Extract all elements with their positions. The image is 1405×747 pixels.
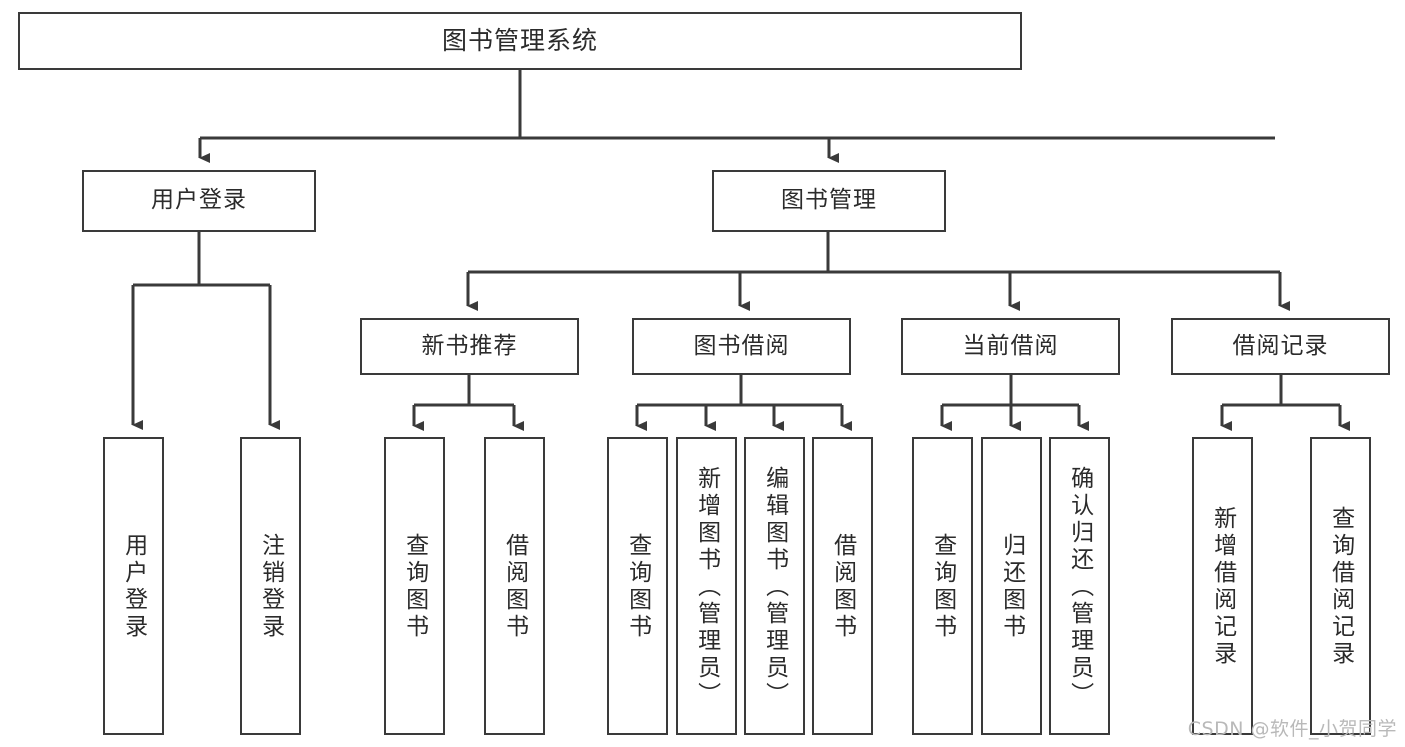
node-label: 图书借阅 — [693, 332, 790, 359]
node-user-login[interactable]: 用户登录 — [82, 170, 316, 232]
leaf-borrow-query-book[interactable]: 查询图书 — [607, 437, 668, 735]
node-book-borrow[interactable]: 图书借阅 — [632, 318, 851, 375]
node-new-book-recommend[interactable]: 新书推荐 — [360, 318, 579, 375]
node-current-borrow[interactable]: 当前借阅 — [901, 318, 1120, 375]
node-label: 编辑图书（管理员） — [761, 465, 788, 709]
node-label: 归还图书 — [998, 533, 1025, 641]
node-label: 新增图书（管理员） — [693, 465, 720, 709]
node-book-management[interactable]: 图书管理 — [712, 170, 946, 232]
node-label: 注销登录 — [257, 533, 284, 641]
leaf-user-login-login[interactable]: 用户登录 — [103, 437, 164, 735]
leaf-borrow-add-book-admin[interactable]: 新增图书（管理员） — [676, 437, 737, 735]
node-label: 用户登录 — [120, 533, 147, 641]
node-label: 查询图书 — [401, 533, 428, 641]
leaf-current-confirm-return-admin[interactable]: 确认归还（管理员） — [1049, 437, 1110, 735]
leaf-recommend-query-book[interactable]: 查询图书 — [384, 437, 445, 735]
leaf-current-query-book[interactable]: 查询图书 — [912, 437, 973, 735]
node-label: 借阅图书 — [829, 533, 856, 641]
node-label: 用户登录 — [151, 187, 247, 214]
leaf-recommend-borrow-book[interactable]: 借阅图书 — [484, 437, 545, 735]
node-label: 查询借阅记录 — [1327, 506, 1354, 668]
watermark-text: CSDN @软件_小贺同学 — [1187, 718, 1397, 740]
node-label: 查询图书 — [929, 533, 956, 641]
node-label: 借阅记录 — [1232, 332, 1329, 359]
node-label: 借阅图书 — [501, 533, 528, 641]
node-label: 新书推荐 — [421, 332, 518, 359]
node-borrow-record[interactable]: 借阅记录 — [1171, 318, 1390, 375]
node-label: 当前借阅 — [962, 332, 1059, 359]
leaf-borrow-borrow-book[interactable]: 借阅图书 — [812, 437, 873, 735]
node-label: 图书管理 — [781, 187, 877, 214]
node-root-book-management-system[interactable]: 图书管理系统 — [18, 12, 1022, 70]
leaf-current-return-book[interactable]: 归还图书 — [981, 437, 1042, 735]
leaf-record-add-borrow-record[interactable]: 新增借阅记录 — [1192, 437, 1253, 735]
leaf-borrow-edit-book-admin[interactable]: 编辑图书（管理员） — [744, 437, 805, 735]
node-label: 确认归还（管理员） — [1066, 465, 1093, 709]
leaf-record-query-borrow-record[interactable]: 查询借阅记录 — [1310, 437, 1371, 735]
node-label: 新增借阅记录 — [1209, 506, 1236, 668]
leaf-user-login-logout[interactable]: 注销登录 — [240, 437, 301, 735]
node-label: 图书管理系统 — [441, 26, 598, 55]
node-label: 查询图书 — [624, 533, 651, 641]
